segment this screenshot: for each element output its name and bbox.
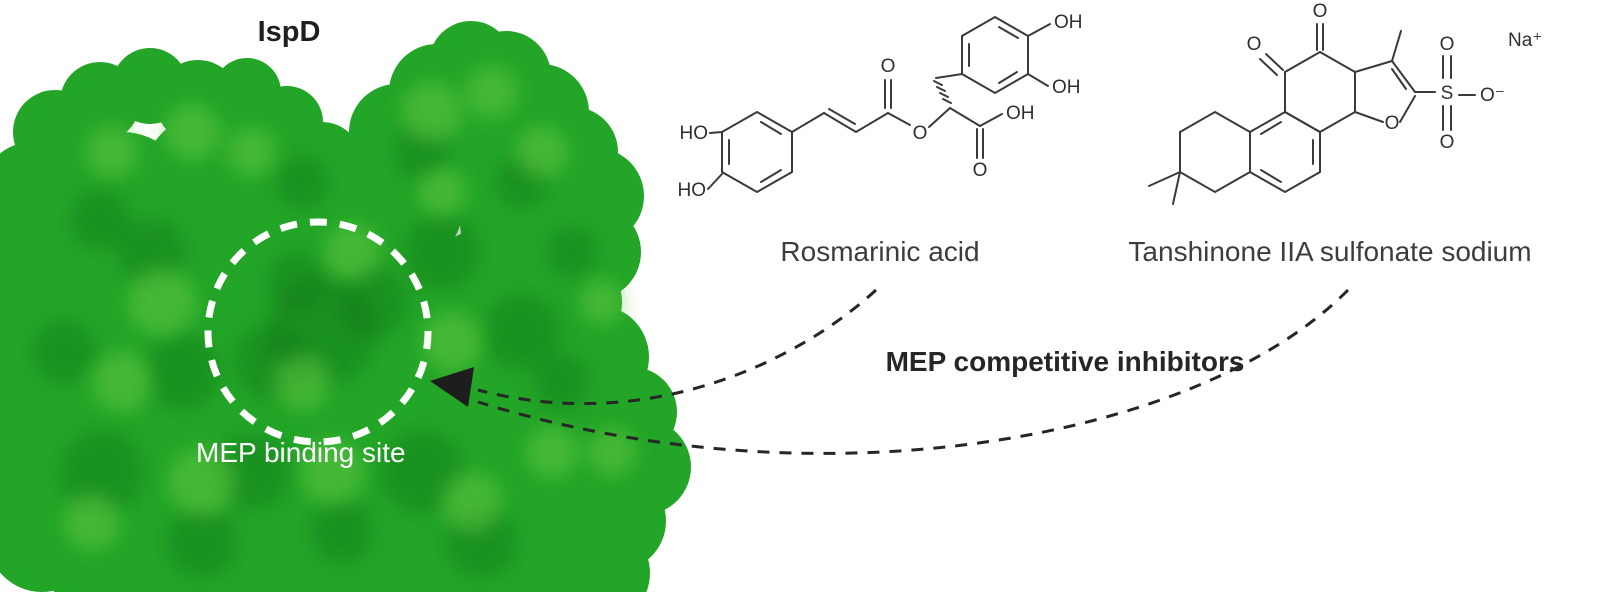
connector-rosmarinic (477, 288, 878, 406)
arrow-head (430, 367, 474, 407)
relationship-label: MEP competitive inhibitors (885, 346, 1245, 377)
atom-label-sodium: Na⁺ (1508, 30, 1542, 51)
atom-label-ring-oh-top: OH (1054, 12, 1083, 33)
atom-label-acid-o: O (973, 160, 988, 181)
atom-label-ester-o: O (913, 123, 928, 144)
protein-surface-highlights (64, 66, 636, 550)
connector-tanshinone (477, 288, 1350, 455)
atom-label-furan-o: O (1385, 113, 1400, 134)
binding-site-label: MEP binding site (196, 437, 406, 468)
protein-title: IspD (257, 16, 321, 48)
atom-label-carbonyl-o: O (881, 56, 896, 77)
atom-label-ho-top: HO (680, 123, 709, 144)
atom-label-sulfur: S (1441, 83, 1454, 104)
atom-label-ho-bottom: HO (678, 180, 707, 201)
atom-label-ring-oh-bottom: OH (1052, 77, 1081, 98)
atom-label-quinone-o-left: O (1247, 34, 1262, 55)
rosmarinic-acid-structure: HO HO O O OH O OH OH (678, 12, 1083, 201)
atom-label-acid-oh: OH (1006, 103, 1035, 124)
compound-name-rosmarinic: Rosmarinic acid (780, 236, 980, 267)
compound-name-tanshinone: Tanshinone IIA sulfonate sodium (1128, 236, 1532, 267)
atom-label-sulfonyl-o-bottom: O (1440, 132, 1455, 153)
tanshinone-structure: O O O S O O O⁻ Na⁺ (1148, 1, 1542, 205)
atom-label-sulfonate-o: O⁻ (1480, 85, 1505, 106)
atom-label-quinone-o-top: O (1313, 1, 1328, 22)
atom-label-sulfonyl-o-top: O (1440, 34, 1455, 55)
binding-site-circle (204, 218, 432, 446)
